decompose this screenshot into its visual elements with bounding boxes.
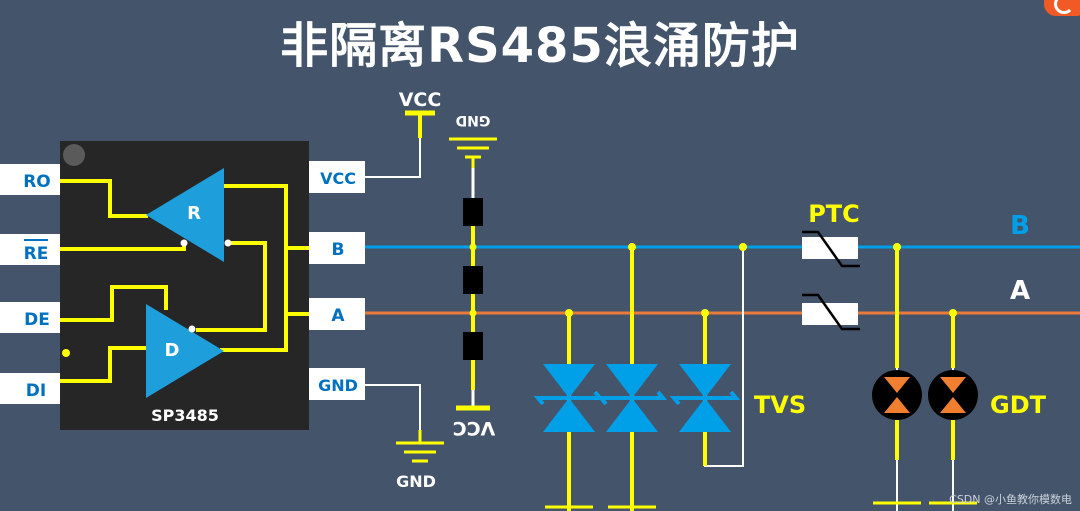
tvs-diode-1 — [533, 364, 605, 432]
bias-resistor-top — [463, 198, 483, 226]
pin-de-label: DE — [24, 310, 50, 330]
pin-gnd-box — [309, 368, 365, 400]
driver-label: D — [165, 340, 180, 361]
pin1-dot — [63, 144, 85, 166]
tvs-label: TVS — [754, 391, 806, 419]
tvs-array: TVS — [533, 243, 806, 511]
chip-name: SP3485 — [151, 406, 219, 425]
pin-di-label: DI — [26, 381, 46, 401]
pin-di-box — [0, 373, 60, 404]
pin-re-label: RE — [24, 244, 49, 264]
receiver-output-bubble — [224, 239, 232, 247]
vcc-bottom-label: VCC — [453, 417, 496, 439]
pin-vcc-box — [309, 161, 365, 193]
receiver-triangle — [146, 168, 224, 262]
left-pins: RO RE DE DI — [0, 164, 60, 404]
bias-resistor-mid — [463, 266, 483, 294]
line-a-label: A — [1010, 276, 1030, 306]
receiver-label: R — [187, 203, 201, 224]
tvs-diode-3 — [669, 364, 741, 432]
page-title: 非隔离RS485浪涌防护 — [280, 18, 800, 74]
pin-b-box — [309, 232, 365, 264]
ptc-fuses: PTC — [802, 200, 860, 331]
ptc-label: PTC — [808, 200, 860, 228]
pin-a-label: A — [331, 306, 345, 326]
de-di-junction-dot — [62, 349, 70, 357]
driver-output-bubble — [188, 325, 196, 333]
right-pins: VCC B A GND — [309, 161, 365, 400]
gdt-tube-1 — [872, 370, 922, 420]
driver-triangle — [146, 304, 224, 398]
bias-chain: GND VCC — [449, 112, 497, 439]
pin-ro-box — [0, 164, 60, 195]
pin-vcc-label: VCC — [320, 169, 356, 188]
pin-a-box — [309, 298, 365, 330]
gdt-label: GDT — [990, 391, 1047, 419]
line-b-label: B — [1010, 211, 1030, 241]
gnd-wire — [365, 384, 421, 440]
vcc-top-label: VCC — [399, 89, 442, 111]
watermark: CSDN @小鱼教你模数电 — [949, 493, 1072, 506]
pin-ro-label: RO — [23, 172, 51, 192]
gdt-array: GDT — [872, 243, 1047, 511]
gnd-bottom-symbol — [396, 430, 444, 463]
chip-internal-wires — [60, 179, 309, 383]
pin-de-box — [0, 302, 60, 333]
gnd-top-symbol — [449, 137, 497, 172]
logo-icon — [1044, 0, 1080, 16]
gnd-top-label: GND — [456, 112, 491, 128]
bias-resistor-bottom — [463, 332, 483, 360]
receiver-enable-bubble — [180, 239, 188, 247]
pin-b-label: B — [332, 240, 345, 260]
vcc-wire — [365, 122, 421, 178]
pin-gnd-label: GND — [318, 376, 358, 395]
gnd-bottom-label: GND — [396, 472, 436, 491]
tvs-diode-2 — [596, 364, 668, 432]
gdt-tube-2 — [928, 370, 978, 420]
